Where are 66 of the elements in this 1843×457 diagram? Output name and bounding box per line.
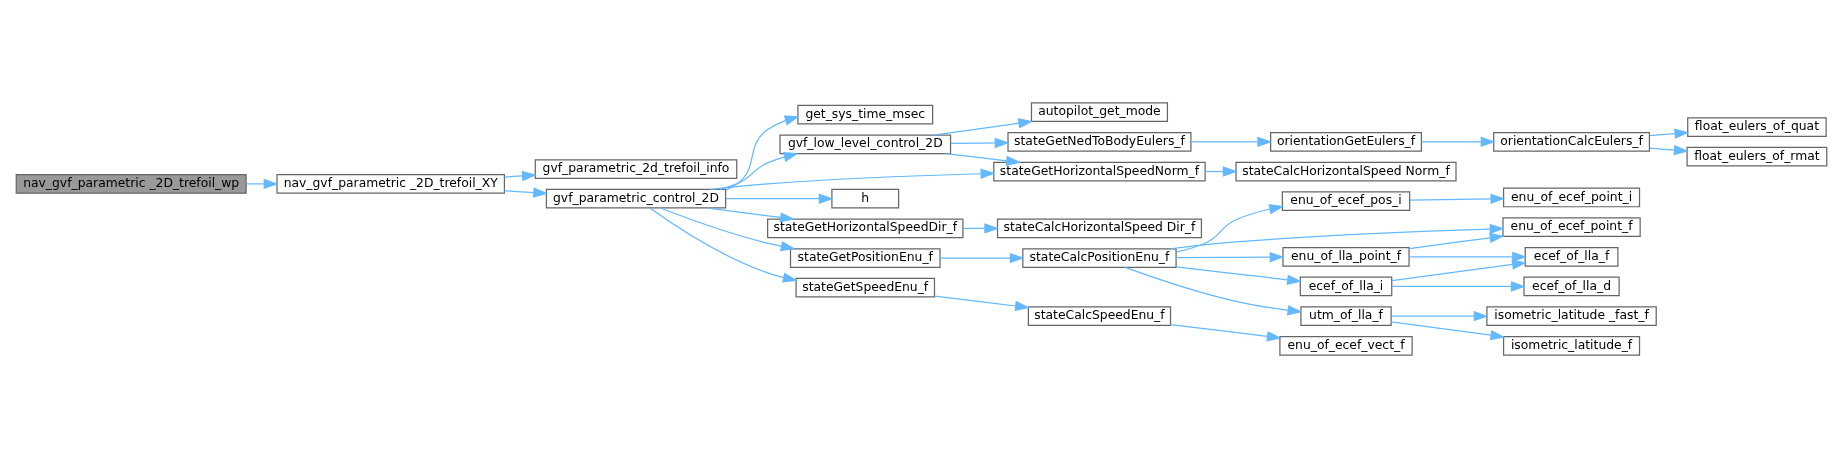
- arrow: [962, 222, 1000, 234]
- arrow: [1175, 251, 1285, 262]
- arrow: [503, 170, 537, 181]
- arrow: [719, 151, 799, 190]
- arrow: [725, 193, 834, 204]
- node-box: ecef_of_lla_f: [1524, 246, 1619, 267]
- node-box: stateGetHorizontalSpeedNorm_f: [993, 161, 1206, 181]
- node-box: stateGetSpeedEnu_f: [795, 277, 936, 298]
- arrow: [707, 206, 796, 223]
- arrow: [1190, 136, 1273, 147]
- arrow: [1391, 280, 1526, 292]
- node-box: enu_of_ecef_vect_f: [1279, 335, 1413, 356]
- node-box: orientationGetEulers_f: [1270, 131, 1422, 152]
- arrow: [649, 207, 798, 283]
- node-box: utm_of_lla_f: [1300, 305, 1392, 326]
- node-box: h: [831, 188, 900, 209]
- node-box: autopilot_get_mode: [1030, 101, 1169, 122]
- arrow: [1390, 310, 1489, 321]
- arrow: [709, 168, 996, 190]
- arrow: [725, 115, 800, 191]
- arrow: [1169, 223, 1505, 249]
- arrow: [503, 186, 549, 198]
- arrow: [1649, 144, 1689, 155]
- node-box: stateGetHorizontalSpeedDir_f: [767, 218, 964, 238]
- node-box: get_sys_time_msec: [797, 104, 934, 125]
- arrow: [1420, 136, 1496, 147]
- arrow: [1391, 258, 1527, 281]
- arrow: [1409, 193, 1506, 204]
- node-box: stateGetPositionEnu_f: [789, 247, 941, 268]
- arrow: [932, 117, 1034, 136]
- node-box: nav_gvf_parametric _2D_trefoil_XY: [276, 173, 505, 194]
- node-box: stateGetNedToBodyEulers_f: [1007, 131, 1192, 152]
- node-box: enu_of_lla_point_f: [1282, 246, 1410, 267]
- arrow: [1175, 265, 1302, 285]
- node-box: ecef_of_lla_i: [1299, 276, 1393, 296]
- arrow: [1204, 165, 1238, 177]
- node-box: gvf_parametric_2d_trefoil_info: [534, 158, 738, 179]
- node-box: nav_gvf_parametric _2D_trefoil_wp: [15, 173, 247, 194]
- node-box: enu_of_ecef_point_f: [1502, 216, 1641, 237]
- node-box: stateCalcHorizontalSpeed Dir_f: [996, 218, 1203, 238]
- arrow: [659, 206, 796, 251]
- arrow: [945, 152, 1021, 166]
- arrow: [1124, 266, 1303, 315]
- node-box: float_eulers_of_rmat: [1686, 146, 1828, 167]
- node-box: stateCalcPositionEnu_f: [1022, 247, 1177, 268]
- arrow: [1170, 323, 1282, 341]
- node-box: orientationCalcEulers_f: [1493, 131, 1651, 152]
- node-box: stateCalcHorizontalSpeed Norm_f: [1235, 161, 1457, 181]
- arrow: [1408, 251, 1527, 262]
- arrow: [934, 294, 1030, 311]
- arrow: [1408, 232, 1505, 249]
- node-box: gvf_low_level_control_2D: [779, 133, 952, 154]
- arrow: [1649, 127, 1690, 139]
- node-box: gvf_parametric_control_2D: [545, 188, 727, 209]
- arrow: [245, 178, 279, 189]
- arrow: [939, 252, 1025, 263]
- node-box: ecef_of_lla_d: [1523, 276, 1620, 296]
- node-box: isometric_latitude _fast_f: [1486, 305, 1657, 326]
- node-box: float_eulers_of_quat: [1687, 116, 1827, 137]
- arrow: [1390, 320, 1506, 340]
- node-box: isometric_latitude_f: [1502, 335, 1641, 356]
- node-box: stateCalcSpeedEnu_f: [1027, 305, 1172, 326]
- arrow: [950, 137, 1010, 148]
- node-box: enu_of_ecef_point_i: [1502, 187, 1641, 207]
- arrow: [1175, 203, 1285, 253]
- node-box: enu_of_ecef_pos_i: [1281, 190, 1411, 211]
